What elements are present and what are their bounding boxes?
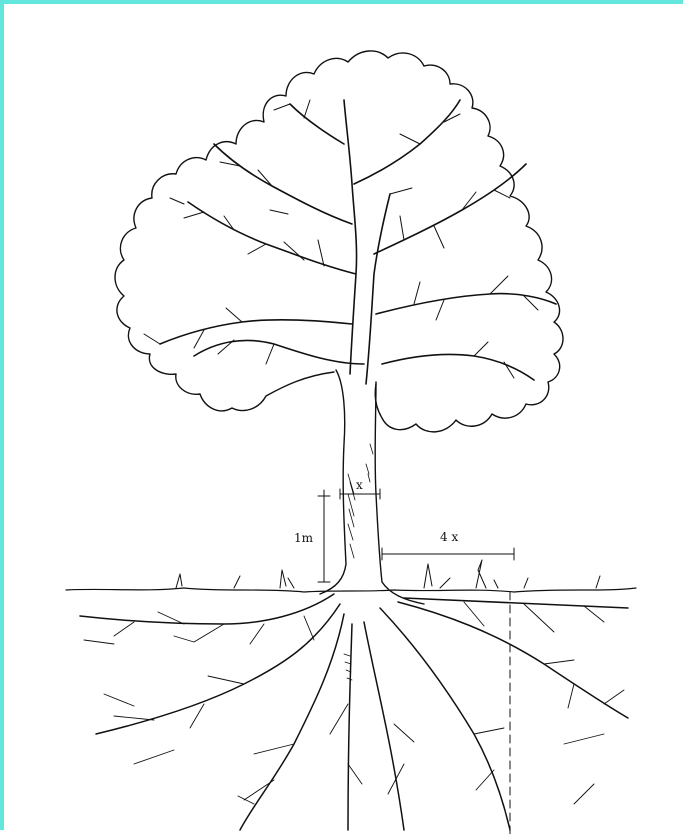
root-spread-label: 4 x [440,530,458,544]
tree-root-diagram: x 1m 4 x [4,4,683,834]
roots-fine [84,602,624,804]
ground-line [66,588,636,592]
grass-tufts [176,560,600,588]
roots-main [80,594,628,830]
bark-hatching [348,444,373,558]
trunk-right-edge [375,382,424,604]
height-label: 1m [294,531,314,545]
root-spread-dimension-line [382,548,514,560]
height-dimension-line [318,490,330,582]
trunk-width-label: x [356,478,363,492]
